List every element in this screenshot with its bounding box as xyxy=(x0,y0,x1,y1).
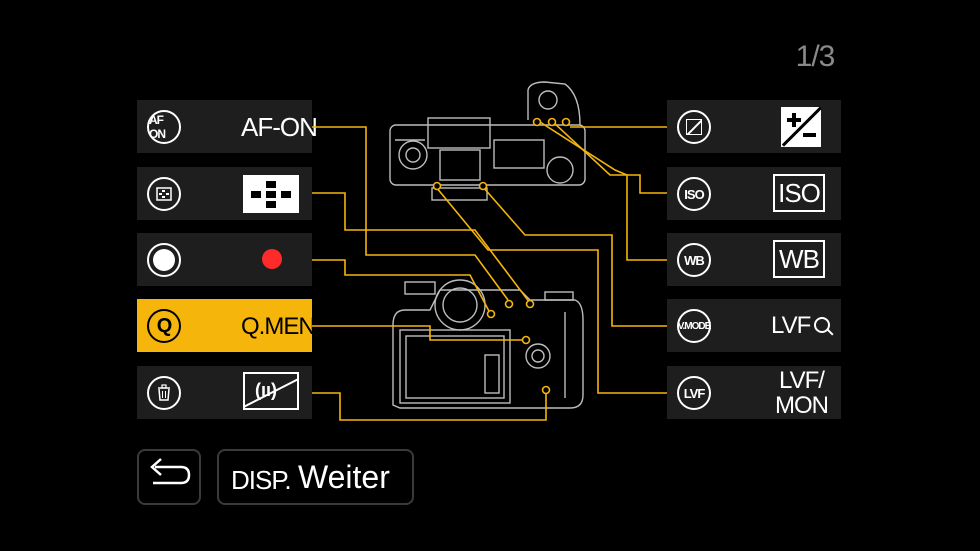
q-menu-icon: Q xyxy=(147,309,181,343)
row-iso[interactable]: ISO ISO xyxy=(667,167,841,220)
next-label: Weiter xyxy=(298,459,390,495)
af-area-icon xyxy=(147,177,181,211)
row-af-on[interactable]: AF ON AF-ON xyxy=(137,100,318,153)
wb-icon: WB xyxy=(677,243,711,277)
next-button[interactable]: DISP. Weiter xyxy=(217,449,414,505)
row-exposure-comp[interactable] xyxy=(667,100,841,153)
row-record[interactable] xyxy=(137,233,312,286)
af-area-grid-icon xyxy=(243,175,299,213)
red-record-dot-icon xyxy=(262,249,282,269)
af-on-icon: AF ON xyxy=(147,110,181,144)
disp-label: DISP. xyxy=(231,465,292,495)
leader-lines xyxy=(312,121,667,421)
row-label: AF-ON xyxy=(241,112,318,142)
wb-label: WB xyxy=(773,240,825,278)
lvf-label: LVF xyxy=(771,312,811,339)
return-arrow-icon xyxy=(150,458,191,485)
mute-icon: (ıı) xyxy=(243,372,299,410)
trash-icon xyxy=(147,376,181,410)
page-indicator: 1/3 xyxy=(795,40,836,73)
row-af-area[interactable] xyxy=(137,167,312,220)
magnifier-icon xyxy=(814,317,834,336)
lvf-mon-label: LVF/ MON xyxy=(775,367,829,419)
v-mode-icon: V.MODE xyxy=(677,309,711,343)
row-q-menu[interactable]: Q Q.MENU xyxy=(137,299,332,352)
exposure-comp-icon xyxy=(677,110,711,144)
camera-rear-view-icon xyxy=(392,279,584,409)
row-lvf[interactable]: LVF LVF/ MON xyxy=(667,366,841,419)
row-wb[interactable]: WB WB xyxy=(667,233,841,286)
exposure-comp-large-icon xyxy=(781,107,821,147)
leader-dots xyxy=(432,117,571,395)
lvf-icon: LVF xyxy=(677,376,711,410)
row-v-mode[interactable]: V.MODE LVF xyxy=(667,299,841,352)
iso-label: ISO xyxy=(773,174,825,212)
iso-icon: ISO xyxy=(677,177,711,211)
record-icon xyxy=(147,243,181,277)
row-delete[interactable]: (ıı) xyxy=(137,366,312,419)
camera-top-view-icon xyxy=(389,81,586,201)
back-button[interactable] xyxy=(137,449,201,505)
